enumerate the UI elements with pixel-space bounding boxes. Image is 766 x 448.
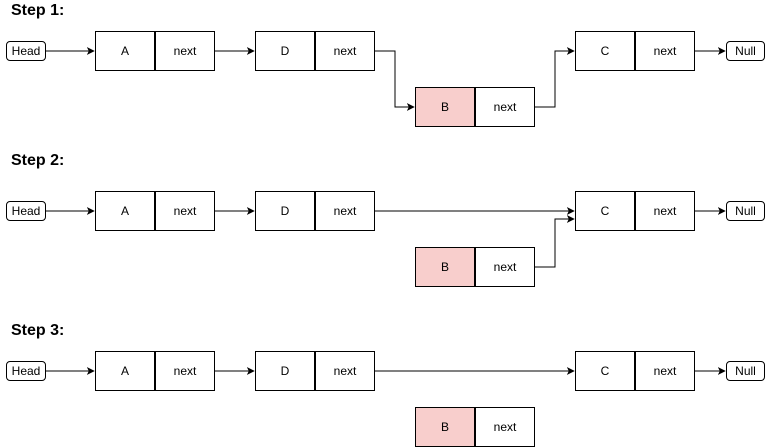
step-2-node-c-value: C — [575, 191, 635, 231]
step-1-head-label: Head — [6, 41, 46, 61]
step-2-node-a-value: A — [95, 191, 155, 231]
step-1-title: Step 1: — [11, 2, 65, 19]
step-1-node-a-value: A — [95, 31, 155, 71]
step-3-node-a-value: A — [95, 351, 155, 391]
step-2-node-c-next: next — [635, 191, 695, 231]
step-1-node-b-next: next — [475, 87, 535, 127]
step-1-arrow-b-to-c — [535, 47, 575, 108]
step-3-node-d-next: next — [315, 351, 375, 391]
step-1-null-label: Null — [726, 41, 765, 61]
step-2-node-b-next: next — [475, 247, 535, 287]
step-2-title: Step 2: — [11, 152, 65, 169]
step-1-node-c-value: C — [575, 31, 635, 71]
step-2-arrow-b-to-c — [535, 215, 575, 268]
step-1-node-d-next: next — [315, 31, 375, 71]
step-1-arrow-d-to-b — [375, 50, 415, 111]
step-3-node-c-next: next — [635, 351, 695, 391]
step-1-node-c-next: next — [635, 31, 695, 71]
step-3-node-d-value: D — [255, 351, 315, 391]
step-2-head-label: Head — [6, 201, 46, 221]
step-2-node-d-next: next — [315, 191, 375, 231]
step-1-node-d-value: D — [255, 31, 315, 71]
step-2-node-d-value: D — [255, 191, 315, 231]
step-3-node-b-next: next — [475, 407, 535, 447]
step-3-title: Step 3: — [11, 322, 65, 339]
step-3-node-b-value: B — [415, 407, 475, 447]
step-1-node-a-next: next — [155, 31, 215, 71]
step-3-head-label: Head — [6, 361, 46, 381]
step-3-node-a-next: next — [155, 351, 215, 391]
step-1-node-b-value: B — [415, 87, 475, 127]
step-3-null-label: Null — [726, 361, 765, 381]
step-3-node-c-value: C — [575, 351, 635, 391]
step-2-node-a-next: next — [155, 191, 215, 231]
step-2-node-b-value: B — [415, 247, 475, 287]
step-2-null-label: Null — [726, 201, 765, 221]
